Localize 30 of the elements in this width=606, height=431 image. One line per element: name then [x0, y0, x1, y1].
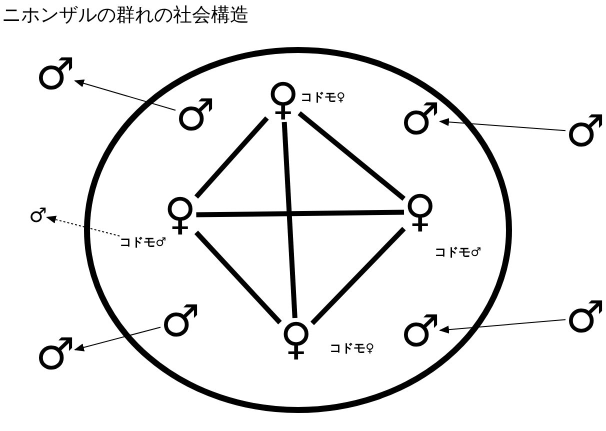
arrow	[74, 326, 161, 352]
arrow	[438, 118, 566, 132]
title: ニホンザルの群れの社会構造	[2, 3, 249, 28]
connector-line	[282, 122, 298, 318]
connector-line	[196, 210, 404, 218]
male-symbol: ♂	[29, 205, 47, 225]
male-symbol: ♂	[566, 110, 605, 154]
child-label: コドモ♀	[330, 342, 374, 354]
group-ellipse	[84, 47, 512, 413]
connector-line	[310, 226, 406, 326]
female-symbol: ♀	[267, 78, 300, 122]
male-symbol: ♂	[176, 94, 215, 138]
connector-line	[298, 111, 406, 201]
connector-line	[194, 116, 269, 199]
child-label: コドモ♂	[434, 246, 482, 258]
female-symbol: ♀	[164, 193, 196, 237]
arrow	[74, 79, 176, 111]
connector-line	[194, 230, 282, 324]
male-symbol: ♂	[400, 98, 440, 142]
male-symbol: ♂	[36, 333, 75, 377]
female-symbol: ♀	[404, 190, 436, 234]
male-symbol: ♂	[160, 300, 200, 344]
child-label: コドモ♂	[120, 236, 166, 248]
arrow	[438, 319, 566, 334]
arrow	[46, 216, 120, 236]
male-symbol: ♂	[36, 53, 75, 97]
female-symbol: ♀	[280, 318, 312, 362]
child-label: コドモ♀	[300, 91, 346, 103]
male-symbol: ♂	[400, 310, 440, 354]
male-symbol: ♂	[566, 296, 605, 340]
